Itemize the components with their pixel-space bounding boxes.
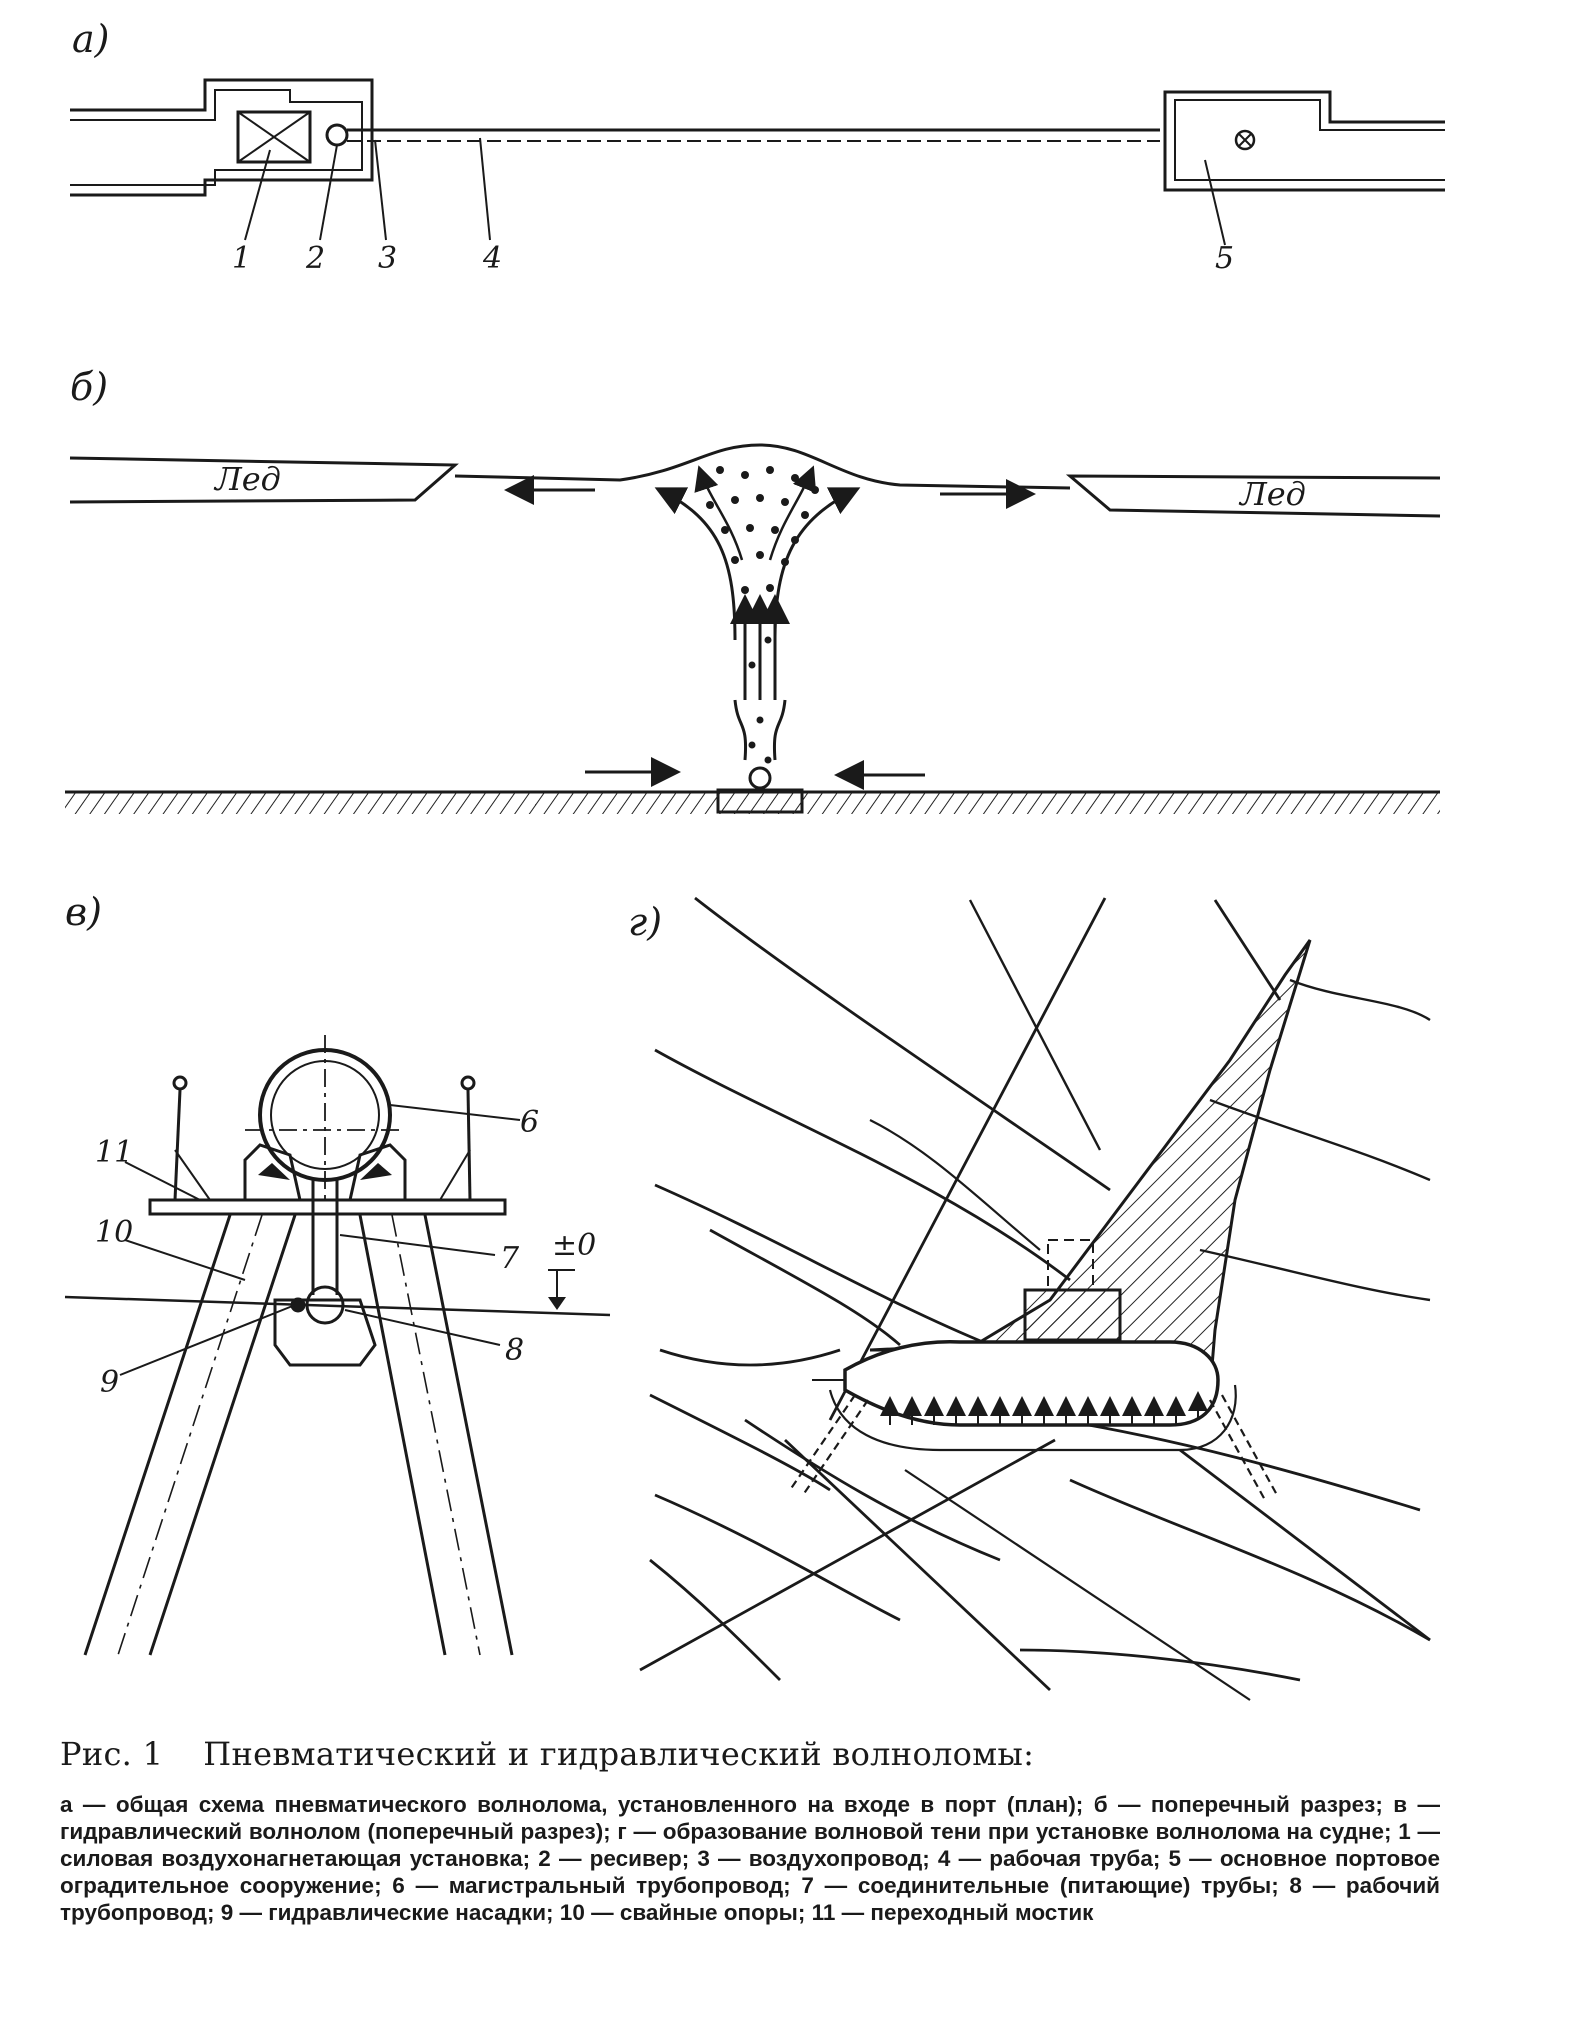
power-unit-1 xyxy=(236,110,312,164)
hydraulic-nozzle xyxy=(290,1297,306,1313)
ice-right-label: Лед xyxy=(1238,475,1306,513)
panel-a: а) 1 2 3 4 5 xyxy=(70,17,1445,276)
panel-b-label: б) xyxy=(70,365,108,409)
transition-bridge xyxy=(148,1198,507,1216)
fixture-icon xyxy=(1234,129,1256,151)
receiver-2 xyxy=(325,123,349,147)
right-breakwater-outline xyxy=(1163,90,1445,192)
water-surface xyxy=(454,443,1071,490)
ice-left-label: Лед xyxy=(213,460,281,498)
sea-floor-hatch xyxy=(65,792,1440,814)
water-level xyxy=(64,1295,611,1317)
caption-title: Рис. 1 Пневматический и гидравлический во… xyxy=(60,1735,1440,1773)
zero-level-mark: ±0 xyxy=(552,1228,596,1263)
callout-10: 10 xyxy=(95,1215,133,1250)
pipe-saddle xyxy=(243,1143,302,1202)
air-bubbles xyxy=(696,466,819,764)
callout-5: 5 xyxy=(1215,241,1234,276)
ice-right xyxy=(1065,474,1441,518)
callout-2: 2 xyxy=(305,241,325,276)
hydraulic-jets xyxy=(880,1391,1208,1425)
breakwater-figure: а) 1 2 3 4 5 б) Лед xyxy=(64,17,1445,1701)
pile-left xyxy=(83,1214,297,1656)
callout-11: 11 xyxy=(95,1135,133,1170)
figure-title: Пневматический и гидравлический волнолом… xyxy=(203,1735,1035,1773)
figure-number: Рис. 1 xyxy=(60,1735,164,1773)
panel-g-label: г) xyxy=(628,900,662,944)
callout-7: 7 xyxy=(500,1241,520,1276)
pile-right xyxy=(358,1214,514,1656)
callout-4: 4 xyxy=(482,241,502,276)
callout-9: 9 xyxy=(100,1365,119,1400)
callout-6: 6 xyxy=(520,1105,539,1140)
figure-caption: Рис. 1 Пневматический и гидравлический во… xyxy=(60,1735,1440,1926)
panel-v-label: в) xyxy=(65,890,102,934)
ice-left xyxy=(69,456,459,504)
ship-deckhouse xyxy=(1023,1288,1122,1342)
pipe-bracket xyxy=(273,1298,377,1367)
air-pipe-nozzle xyxy=(748,766,772,790)
panel-b: б) Лед Лед xyxy=(65,365,1441,814)
panel-a-label: а) xyxy=(72,17,109,61)
panel-v: в) ±0 xyxy=(64,890,611,1656)
panel-g: г) xyxy=(628,896,1431,1701)
callout-3: 3 xyxy=(378,241,397,276)
callout-1: 1 xyxy=(232,241,251,276)
callout-8: 8 xyxy=(505,1333,524,1368)
caption-body: а — общая схема пневматического волнолом… xyxy=(60,1792,1440,1925)
ship-hull xyxy=(843,1339,1220,1427)
